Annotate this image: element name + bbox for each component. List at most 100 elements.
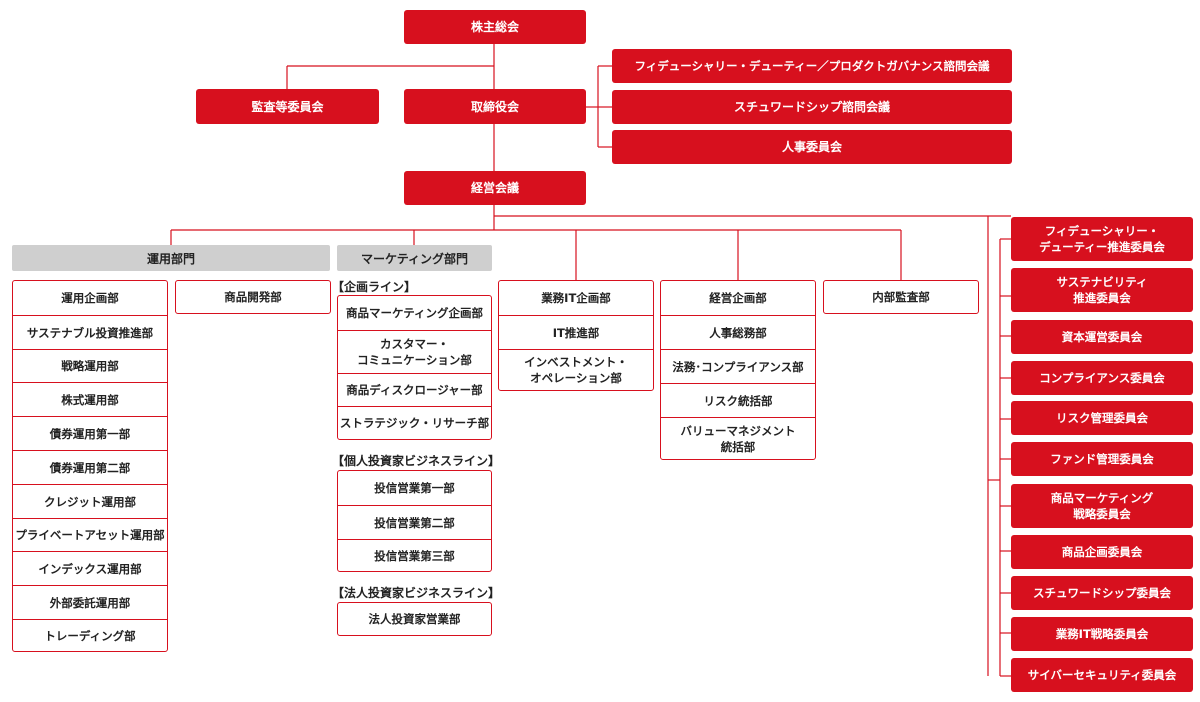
investment-dept-11-text-1: トレーディング部 — [44, 628, 136, 643]
management-committee-1: フィデューシャリー・デューティー推進委員会 — [1011, 217, 1193, 261]
planning-dept-4-text-1: ストラテジック・リサーチ部 — [339, 416, 490, 430]
board-committee-stewardship: スチュワードシップ諮問会議 — [612, 90, 1012, 124]
it-dept-list: 業務IT企画部 IT推進部インベストメント・オペレーション部 — [498, 280, 654, 391]
investment-dept-9: インデックス運用部 — [13, 551, 167, 585]
planning-dept-2-text-2: コミュニケーション部 — [357, 353, 472, 367]
corporate-dept-5-text-2: 統括部 — [720, 439, 756, 454]
investment-dept-list: 運用企画部サステナブル投資推進部戦略運用部株式運用部債券運用第一部債券運用第二部… — [12, 280, 168, 652]
marketing-division-header: マーケティング部門 — [337, 245, 492, 271]
investment-dept-5: 債券運用第一部 — [13, 416, 167, 450]
corporate-dept-3-text-1: 法務･コンプライアンス部 — [672, 359, 804, 374]
investment-dept-10: 外部委託運用部 — [13, 585, 167, 619]
investment-dept-7-text-1: クレジット運用部 — [44, 494, 136, 509]
corporate-dept-5-text-1: バリューマネジメント — [680, 423, 796, 438]
management-committee-9: スチュワードシップ委員会 — [1011, 576, 1193, 610]
planning-dept-4: ストラテジック・リサーチ部 — [338, 406, 491, 439]
product-dev-label: 商品開発部 — [224, 290, 282, 304]
investment-dept-8: プライベートアセット運用部 — [13, 518, 167, 551]
planning-dept-3-text-1: 商品ディスクロージャー部 — [346, 383, 483, 397]
corporate-dept-4: リスク統括部 — [661, 383, 815, 417]
investment-dept-3: 戦略運用部 — [13, 349, 167, 382]
investment-dept-3-text-1: 戦略運用部 — [61, 359, 119, 373]
shareholders-meeting-box: 株主総会 — [404, 10, 586, 44]
it-dept-1-text-1: 業務IT企画部 — [541, 291, 611, 305]
investment-dept-10-text-1: 外部委託運用部 — [49, 595, 131, 610]
investment-dept-4-text-1: 株式運用部 — [61, 392, 119, 407]
management-committee-3-text-1: 資本運営委員会 — [1061, 330, 1143, 344]
planning-dept-1: 商品マーケティング企画部 — [338, 296, 491, 330]
investment-dept-6: 債券運用第二部 — [13, 450, 167, 484]
corp-line-dept-1-text-1: 法人投資家営業部 — [368, 612, 461, 626]
management-meeting-box: 経営会議 — [404, 171, 586, 205]
audit-committee-box: 監査等委員会 — [196, 89, 379, 124]
management-committee-1-text-1: フィデューシャリー・ — [1044, 224, 1160, 238]
management-committee-10-text-1: 業務IT戦略委員会 — [1055, 627, 1149, 641]
management-committee-7: 商品マーケティング戦略委員会 — [1011, 484, 1193, 528]
product-dev-box: 商品開発部 — [175, 280, 331, 314]
planning-dept-2: カスタマー・コミュニケーション部 — [338, 330, 491, 373]
corporate-dept-1: 経営企画部 — [661, 281, 815, 315]
board-committee-fd: フィデューシャリー・デューティー／プロダクトガバナンス諮問会議 — [612, 49, 1012, 83]
management-committee-8-text-1: 商品企画委員会 — [1061, 545, 1143, 559]
corporate-dept-2: 人事総務部 — [661, 315, 815, 349]
retail-dept-2: 投信営業第二部 — [338, 505, 491, 539]
corporate-dept-1-text-1: 経営企画部 — [709, 291, 767, 305]
retail-dept-1: 投信営業第一部 — [338, 471, 491, 505]
management-committee-4-text-1: コンプライアンス委員会 — [1039, 371, 1165, 385]
retail-dept-3-text-1: 投信営業第三部 — [374, 548, 455, 563]
retail-line-title: 【個人投資家ビジネスライン】 — [332, 454, 501, 468]
corp-line-title: 【法人投資家ビジネスライン】 — [332, 586, 501, 600]
it-dept-3: インベストメント・オペレーション部 — [499, 349, 653, 390]
corporate-dept-5: バリューマネジメント統括部 — [661, 417, 815, 459]
corp-line-list: 法人投資家営業部 — [337, 602, 492, 636]
management-committee-10: 業務IT戦略委員会 — [1011, 617, 1193, 651]
investment-division-header: 運用部門 — [12, 245, 330, 271]
corporate-dept-3: 法務･コンプライアンス部 — [661, 349, 815, 383]
investment-dept-7: クレジット運用部 — [13, 484, 167, 518]
internal-audit-label: 内部監査部 — [872, 290, 930, 304]
investment-dept-2: サステナブル投資推進部 — [13, 315, 167, 349]
management-committee-1-text-2: デューティー推進委員会 — [1039, 240, 1165, 254]
management-committee-5-text-1: リスク管理委員会 — [1056, 411, 1148, 425]
it-dept-3-text-2: オペレーション部 — [530, 371, 622, 385]
it-dept-3-text-1: インベストメント・ — [524, 355, 628, 369]
it-dept-2: IT推進部 — [499, 315, 653, 349]
corporate-dept-2-text-1: 人事総務部 — [709, 325, 767, 340]
board-box: 取締役会 — [404, 89, 586, 124]
management-committee-4: コンプライアンス委員会 — [1011, 361, 1193, 395]
retail-dept-2-text-1: 投信営業第二部 — [374, 515, 455, 530]
investment-dept-1-text-1: 運用企画部 — [61, 291, 119, 305]
investment-dept-9-text-1: インデックス運用部 — [38, 561, 142, 576]
management-committee-11: サイバーセキュリティ委員会 — [1011, 658, 1193, 692]
planning-dept-3: 商品ディスクロージャー部 — [338, 373, 491, 406]
investment-dept-6-text-1: 債券運用第二部 — [49, 460, 131, 475]
management-committee-3: 資本運営委員会 — [1011, 320, 1193, 354]
management-committee-8: 商品企画委員会 — [1011, 535, 1193, 569]
investment-dept-5-text-1: 債券運用第一部 — [49, 426, 131, 441]
retail-dept-3: 投信営業第三部 — [338, 539, 491, 571]
management-committee-11-text-1: サイバーセキュリティ委員会 — [1027, 668, 1177, 682]
planning-line-title: 【企画ライン】 — [332, 280, 417, 294]
investment-dept-1: 運用企画部 — [13, 281, 167, 315]
retail-dept-1-text-1: 投信営業第一部 — [374, 481, 455, 495]
management-committee-6-text-1: ファンド管理委員会 — [1050, 452, 1154, 466]
it-dept-2-text-1: IT推進部 — [552, 325, 600, 340]
management-committee-2: サステナビリティ推進委員会 — [1011, 268, 1193, 312]
management-committee-2-text-1: サステナビリティ — [1056, 275, 1148, 289]
investment-dept-2-text-1: サステナブル投資推進部 — [26, 325, 154, 340]
corporate-dept-list: 経営企画部人事総務部法務･コンプライアンス部リスク統括部バリューマネジメント統括… — [660, 280, 816, 460]
management-committee-7-text-2: 戦略委員会 — [1073, 507, 1131, 521]
it-dept-1: 業務IT企画部 — [499, 281, 653, 315]
corporate-dept-4-text-1: リスク統括部 — [703, 393, 773, 408]
planning-line-list: 商品マーケティング企画部カスタマー・コミュニケーション部商品ディスクロージャー部… — [337, 295, 492, 440]
retail-line-list: 投信営業第一部投信営業第二部投信営業第三部 — [337, 470, 492, 572]
investment-dept-11: トレーディング部 — [13, 619, 167, 651]
planning-dept-2-text-1: カスタマー・ — [380, 337, 449, 351]
board-committee-hr: 人事委員会 — [612, 130, 1012, 164]
management-committee-2-text-2: 推進委員会 — [1073, 291, 1131, 305]
internal-audit-box: 内部監査部 — [823, 280, 979, 314]
investment-dept-4: 株式運用部 — [13, 382, 167, 416]
investment-dept-8-text-1: プライベートアセット運用部 — [15, 528, 165, 542]
corp-line-dept-1: 法人投資家営業部 — [338, 603, 491, 635]
